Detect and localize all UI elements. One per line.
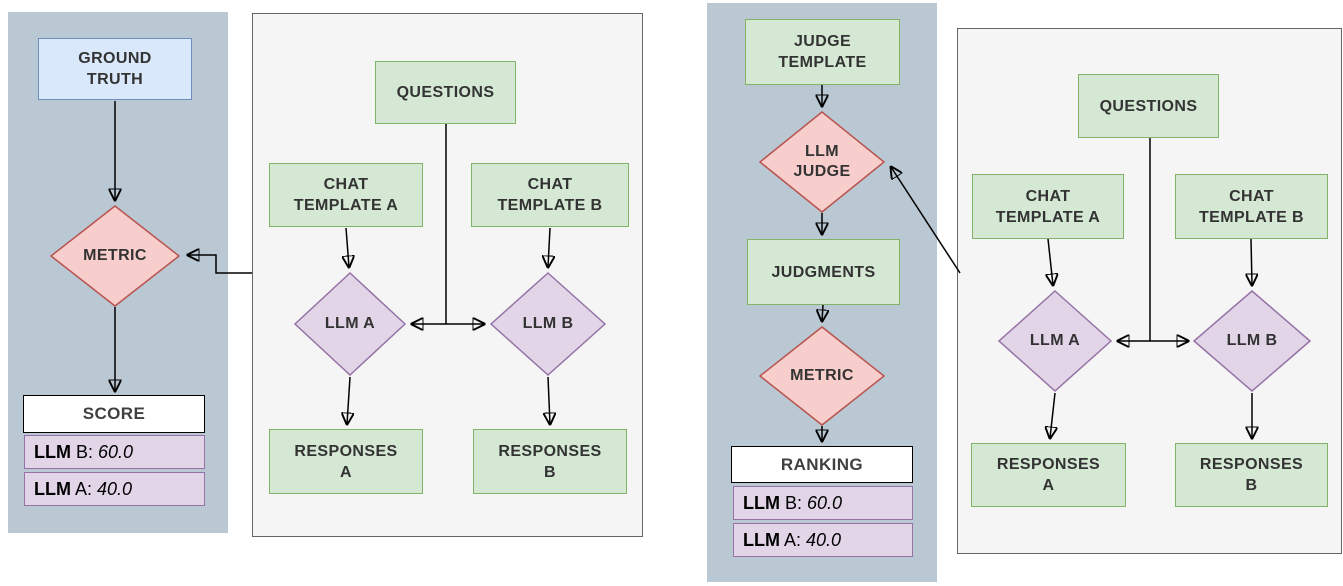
llm-b-diamond-right: LLM B — [1192, 290, 1312, 392]
ground-truth-label: GROUND — [78, 50, 152, 67]
metric-diamond-right: METRIC — [758, 326, 886, 426]
chat-template-b-node-right: CHAT TEMPLATE B — [1175, 174, 1328, 239]
judge-template-node: JUDGE TEMPLATE — [745, 19, 900, 85]
responses-a-node-right: RESPONSES A — [971, 443, 1126, 507]
ranking-row-llm-a: LLM A: 40.0 — [733, 523, 913, 557]
metric-label-left: METRIC — [83, 247, 147, 264]
diamond-shape — [758, 326, 886, 426]
questions-node-left: QUESTIONS — [375, 61, 516, 124]
score-row-llm-b: LLM B: 60.0 — [24, 435, 205, 469]
diamond-shape — [49, 205, 181, 307]
diamond-shape — [758, 111, 886, 213]
diamond-shape — [293, 272, 407, 376]
ranking-row-llm-b: LLM B: 60.0 — [733, 486, 913, 520]
chat-template-a-node-right: CHAT TEMPLATE A — [972, 174, 1124, 239]
diamond-shape — [1192, 290, 1312, 392]
llm-judge-label: LLM JUDGE — [793, 143, 851, 180]
llm-judge-diamond: LLM JUDGE — [758, 111, 886, 213]
score-table-header: SCORE — [23, 395, 205, 433]
chat-template-b-node-left: CHAT TEMPLATE B — [471, 163, 629, 227]
metric-label-right: METRIC — [790, 367, 854, 384]
llm-a-diamond-right: LLM A — [997, 290, 1113, 392]
llm-a-diamond-left: LLM A — [293, 272, 407, 376]
llm-b-diamond-left: LLM B — [489, 272, 607, 376]
llm-b-label-left: LLM B — [522, 315, 574, 332]
ground-truth-node: GROUND TRUTH — [38, 38, 192, 100]
responses-a-node-left: RESPONSES A — [269, 429, 423, 494]
questions-node-right: QUESTIONS — [1078, 74, 1219, 138]
metric-diamond-left: METRIC — [49, 205, 181, 307]
score-row-llm-a: LLM A: 40.0 — [24, 472, 205, 506]
diamond-shape — [997, 290, 1113, 392]
ranking-table-header: RANKING — [731, 446, 913, 483]
responses-b-node-left: RESPONSES B — [473, 429, 627, 494]
diamond-shape — [489, 272, 607, 376]
judgments-node: JUDGMENTS — [747, 239, 900, 305]
llm-b-label-right: LLM B — [1226, 332, 1278, 349]
llm-a-label-left: LLM A — [324, 315, 376, 332]
chat-template-a-node-left: CHAT TEMPLATE A — [269, 163, 423, 227]
llm-a-label-right: LLM A — [1029, 332, 1081, 349]
responses-b-node-right: RESPONSES B — [1175, 443, 1328, 507]
